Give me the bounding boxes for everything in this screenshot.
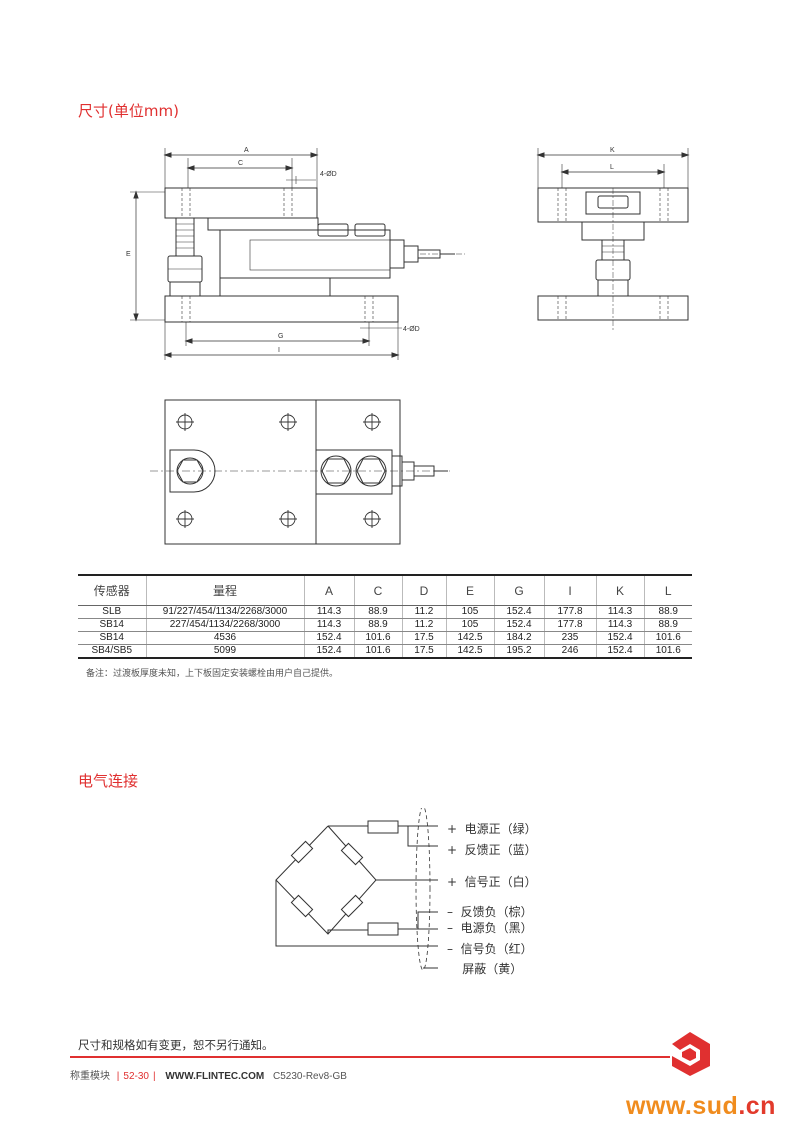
- table-cell: 101.6: [353, 631, 402, 645]
- wire-label-sense-negative: – 反馈负（棕）: [447, 905, 533, 919]
- table-cell: 152.4: [493, 618, 544, 632]
- dim-label-c: C: [238, 160, 243, 167]
- wire-label-shield: 屏蔽（黄）: [447, 962, 523, 976]
- table-cell: 5099: [145, 644, 304, 659]
- table-header: I: [543, 574, 596, 606]
- end-view-drawing: K L: [536, 147, 690, 330]
- table-header: 传感器: [78, 574, 146, 606]
- table-cell: 11.2: [401, 618, 446, 632]
- table-cell: 152.4: [595, 644, 644, 659]
- table-cell: 142.5: [445, 631, 494, 645]
- table-cell: 88.9: [353, 605, 402, 619]
- table-header: A: [303, 574, 354, 606]
- table-cell: 11.2: [401, 605, 446, 619]
- dim-label-l: L: [610, 164, 614, 171]
- footer-rule: [70, 1056, 670, 1058]
- table-note: 备注：过渡板厚度未知，上下板固定安装螺栓由用户自己提供。: [86, 669, 339, 679]
- table-cell: 17.5: [401, 631, 446, 645]
- footer-note: 尺寸和规格如有变更，恕不另行通知。: [78, 1038, 274, 1052]
- table-cell: 114.3: [595, 618, 644, 632]
- table-row: SB14 4536 152.4 101.6 17.5 142.5 184.2 2…: [78, 631, 692, 645]
- table-cell: 88.9: [353, 618, 402, 632]
- table-cell: 101.6: [643, 644, 692, 659]
- dim-label-k: K: [610, 147, 615, 154]
- table-header: L: [643, 574, 692, 606]
- table-cell: 17.5: [401, 644, 446, 659]
- table-row: SLB 91/227/454/1134/2268/3000 114.3 88.9…: [78, 605, 692, 619]
- side-view-drawing: A C 4-ØD E 4-ØD G I: [126, 147, 465, 360]
- watermark-domain: sud: [692, 1092, 739, 1120]
- footer-website: WWW.FLINTEC.COM: [165, 1071, 265, 1082]
- table-cell: 152.4: [493, 605, 544, 619]
- table-header: K: [595, 574, 644, 606]
- table-cell: 114.3: [303, 618, 354, 632]
- footer-category: 称重模块: [70, 1071, 110, 1082]
- dim-label-hole-top: 4-ØD: [320, 171, 337, 178]
- table-header: G: [493, 574, 544, 606]
- dim-label-i: I: [278, 347, 280, 354]
- table-cell: 246: [543, 644, 596, 659]
- wire-label-signal-negative: – 信号负（红）: [447, 942, 533, 956]
- table-cell: 184.2: [493, 631, 544, 645]
- wire-label-sense-positive: + 反馈正（蓝）: [447, 843, 537, 857]
- dim-label-a: A: [244, 147, 249, 154]
- electrical-title: 电气连接: [78, 772, 139, 790]
- dim-label-g: G: [278, 333, 283, 340]
- footer-doc: C5230-Rev8-GB: [273, 1071, 347, 1082]
- footer-bar: 称重模块 |52-30| WWW.FLINTEC.COM C5230-Rev8-…: [70, 1071, 347, 1082]
- table-header: C: [353, 574, 402, 606]
- flintec-logo-icon: [672, 1032, 710, 1076]
- dim-label-hole-bottom: 4-ØD: [403, 326, 420, 333]
- table-cell: 235: [543, 631, 596, 645]
- table-cell: 105: [445, 618, 494, 632]
- table-header: 量程: [145, 574, 304, 606]
- table-cell: 114.3: [595, 605, 644, 619]
- table-cell: 142.5: [445, 644, 494, 659]
- table-cell: SB14: [78, 631, 146, 645]
- table-cell: 152.4: [595, 631, 644, 645]
- table-cell: 114.3: [303, 605, 354, 619]
- table-cell: 101.6: [353, 644, 402, 659]
- watermark-suffix: .cn: [738, 1092, 776, 1120]
- table-cell: 227/454/1134/2268/3000: [145, 618, 304, 632]
- table-cell: SB14: [78, 618, 146, 632]
- table-cell: 105: [445, 605, 494, 619]
- table-cell: 195.2: [493, 644, 544, 659]
- dimensions-title: 尺寸(单位mm): [78, 102, 179, 120]
- footer-page: 52-30: [123, 1071, 149, 1082]
- dim-label-e: E: [126, 251, 131, 258]
- table-header-row: 传感器 量程 A C D E G I K L: [78, 574, 692, 606]
- table-cell: 152.4: [303, 631, 354, 645]
- table-cell: SLB: [78, 605, 146, 619]
- table-row: SB4/SB5 5099 152.4 101.6 17.5 142.5 195.…: [78, 644, 692, 659]
- wire-label-excitation-positive: + 电源正（绿）: [447, 822, 537, 836]
- wire-label-signal-positive: + 信号正（白）: [447, 875, 537, 889]
- table-cell: 88.9: [643, 618, 692, 632]
- table-cell: 177.8: [543, 618, 596, 632]
- table-cell: 91/227/454/1134/2268/3000: [145, 605, 304, 619]
- table-cell: 177.8: [543, 605, 596, 619]
- table-cell: 152.4: [303, 644, 354, 659]
- table-cell: 101.6: [643, 631, 692, 645]
- wiring-diagram: [275, 808, 438, 971]
- table-header: D: [401, 574, 446, 606]
- wire-label-excitation-negative: – 电源负（黑）: [447, 921, 533, 935]
- watermark-prefix: www.: [626, 1092, 693, 1120]
- table-row: SB14 227/454/1134/2268/3000 114.3 88.9 1…: [78, 618, 692, 632]
- table-cell: SB4/SB5: [78, 644, 146, 659]
- top-view-drawing: [150, 399, 450, 545]
- table-cell: 4536: [145, 631, 304, 645]
- watermark: www.sud.cn: [626, 1092, 776, 1121]
- table-cell: 88.9: [643, 605, 692, 619]
- spec-table: 传感器 量程 A C D E G I K L SLB 91/227/454/11…: [78, 574, 692, 659]
- table-header: E: [445, 574, 494, 606]
